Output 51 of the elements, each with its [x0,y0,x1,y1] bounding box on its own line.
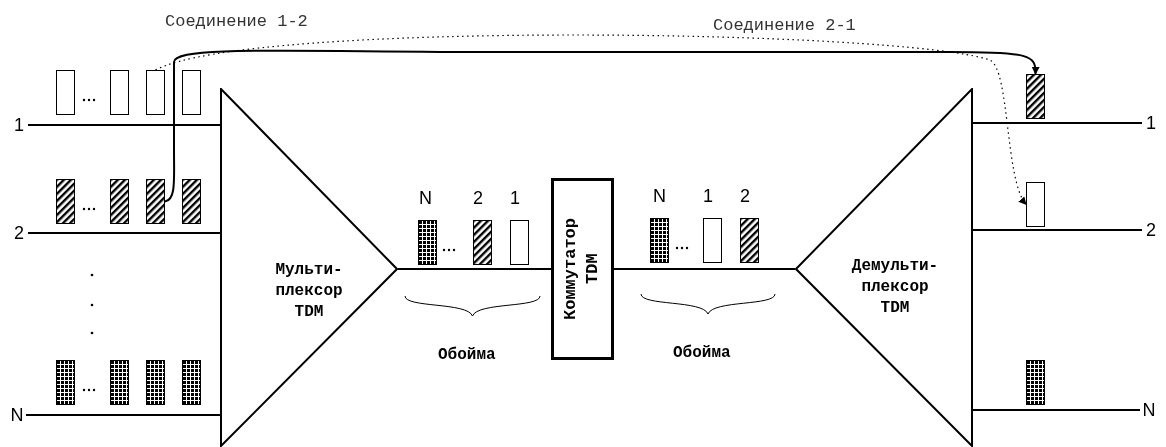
connector-line [397,268,552,270]
time-slot-bar [56,360,75,405]
connector-line [25,414,221,416]
connector-line [972,409,1141,411]
time-slot-bar [182,70,201,115]
line-number: 2 [10,223,28,243]
time-slot-bar [418,220,437,265]
line-number: 1 [1142,113,1160,133]
connector-line [613,268,796,270]
time-slot-bar [110,360,129,405]
slot-number: 2 [473,188,483,208]
time-slot-bar [146,70,165,115]
demultiplexer-triangle [795,88,973,447]
group-label: Обойма [673,343,731,363]
edge-label: Соединение 1-2 [165,12,308,32]
time-slot-bar [182,360,201,405]
line-number: N [1140,400,1158,420]
time-slot-bar [146,360,165,405]
time-slot-bar [473,220,492,265]
time-slot-bar [510,220,529,265]
time-slot-bar [110,179,129,224]
slot-number: 1 [703,186,713,206]
time-slot-bar [650,218,669,263]
time-slot-bar [1026,182,1045,227]
line-number: 2 [1142,220,1160,240]
line-number: N [8,405,26,425]
device-label: Демульти- плексор TDM [850,256,940,319]
time-slot-bar [182,179,201,224]
time-slot-bar [56,70,75,115]
multiplexer-triangle [220,88,398,447]
switch-box [551,178,614,360]
time-slot-bar [1026,360,1045,405]
device-label: Коммутатор TDM [560,216,603,322]
line-number: 1 [10,115,28,135]
time-slot-bar [56,179,75,224]
slot-number: 2 [740,186,750,206]
time-slot-bar [146,179,165,224]
connector-line [972,122,1143,124]
time-slot-bar [703,218,722,263]
time-slot-bar [740,218,759,263]
slot-number: N [419,188,432,208]
group-label: Обойма [438,345,496,365]
slot-number: 1 [510,188,520,208]
connector-line [972,229,1143,231]
slot-number: N [653,186,666,206]
time-slot-bar [110,70,129,115]
edge-label: Соединение 2-1 [713,16,856,36]
time-slot-bar [1026,74,1045,119]
connector-line [27,124,221,126]
device-label: Мульти- плексор TDM [274,260,344,323]
connector-line [27,232,221,234]
